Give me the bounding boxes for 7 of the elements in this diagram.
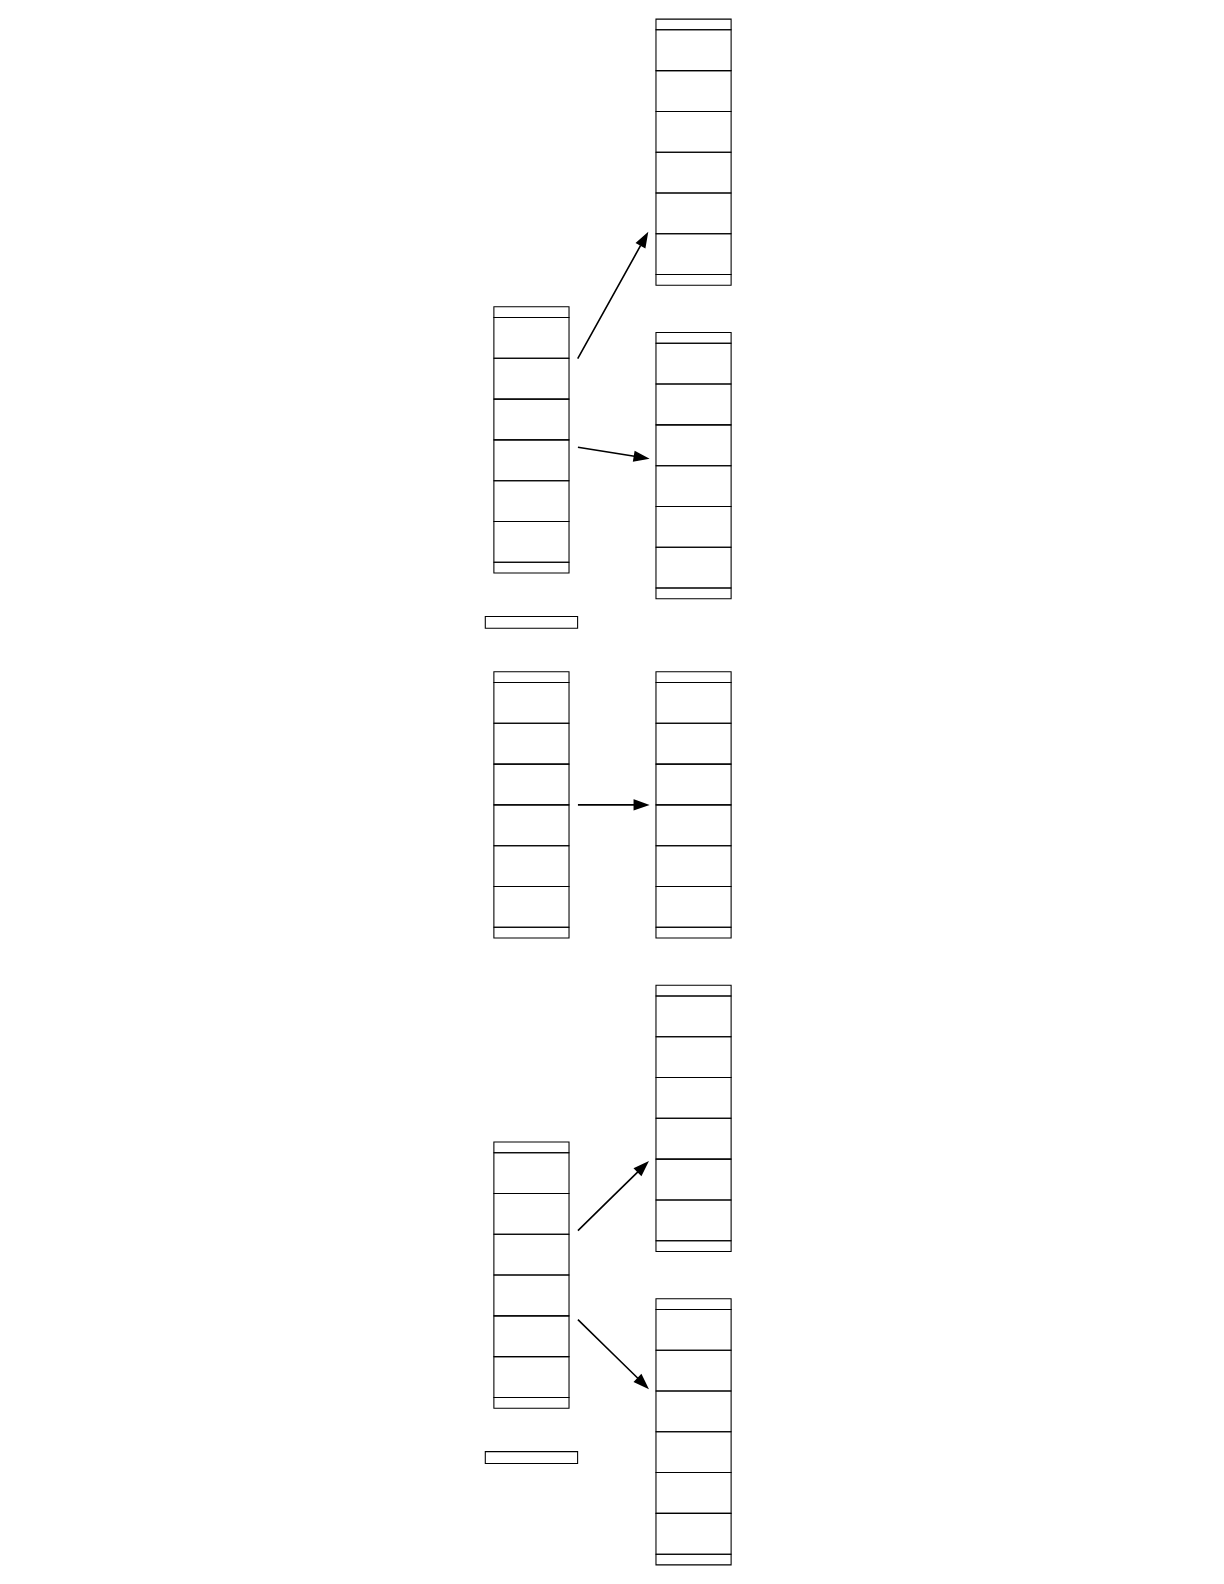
arrow	[576, 231, 648, 360]
arrow	[576, 446, 650, 462]
arrow	[576, 799, 650, 811]
arrow	[576, 1318, 649, 1390]
node-box	[484, 615, 578, 629]
node-box	[484, 1451, 578, 1464]
arrow	[576, 1160, 649, 1232]
